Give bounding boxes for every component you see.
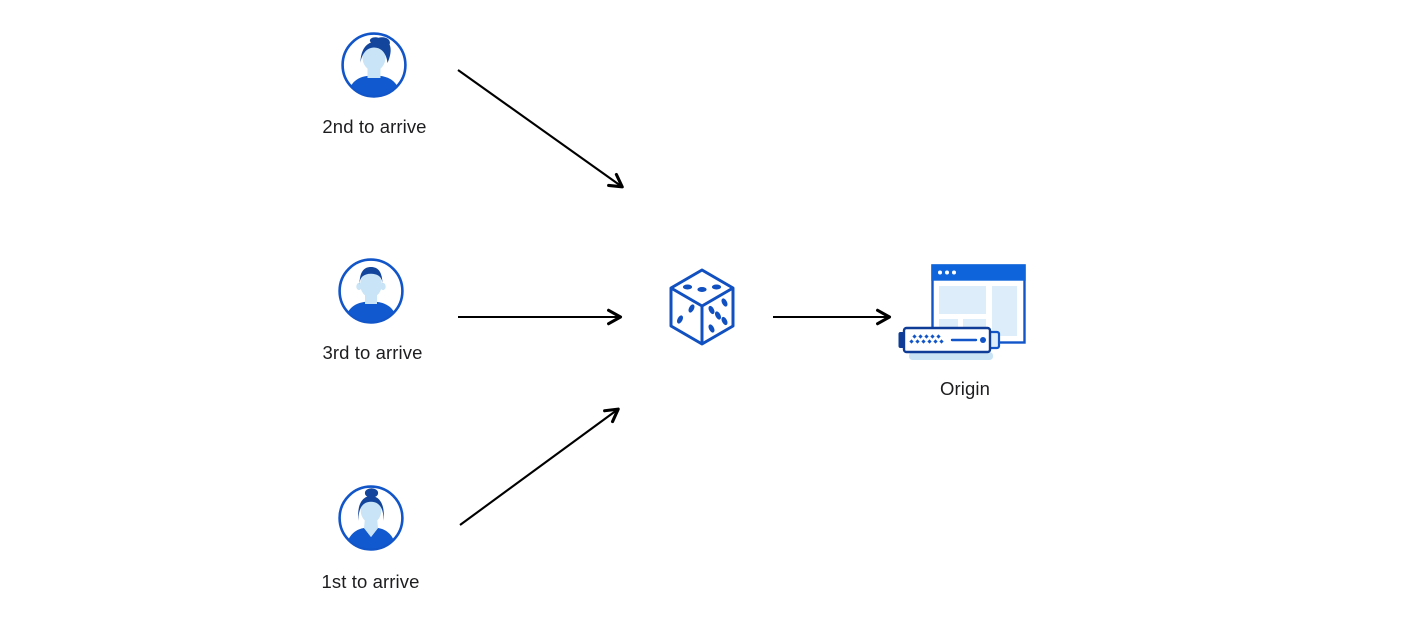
male-avatar-icon [341,32,407,98]
first-user-label: 1st to arrive [321,571,420,592]
node-third-user [337,257,405,330]
origin-label: Origin [940,378,990,399]
female-avatar-icon [338,485,404,551]
server-icon [898,326,1001,360]
third-user-label: 3rd to arrive [322,342,423,363]
node-origin [898,264,1027,360]
arrow-second-user-to-dice [457,69,624,189]
node-dice [667,267,737,354]
male-avatar-icon [338,258,404,324]
arrow-first-user-to-dice [459,407,620,526]
dice-icon [669,268,735,346]
second-user-label: 2nd to arrive [322,116,427,137]
node-second-user [340,31,408,104]
browser-window-icon [931,264,1026,344]
node-first-user [337,484,405,557]
